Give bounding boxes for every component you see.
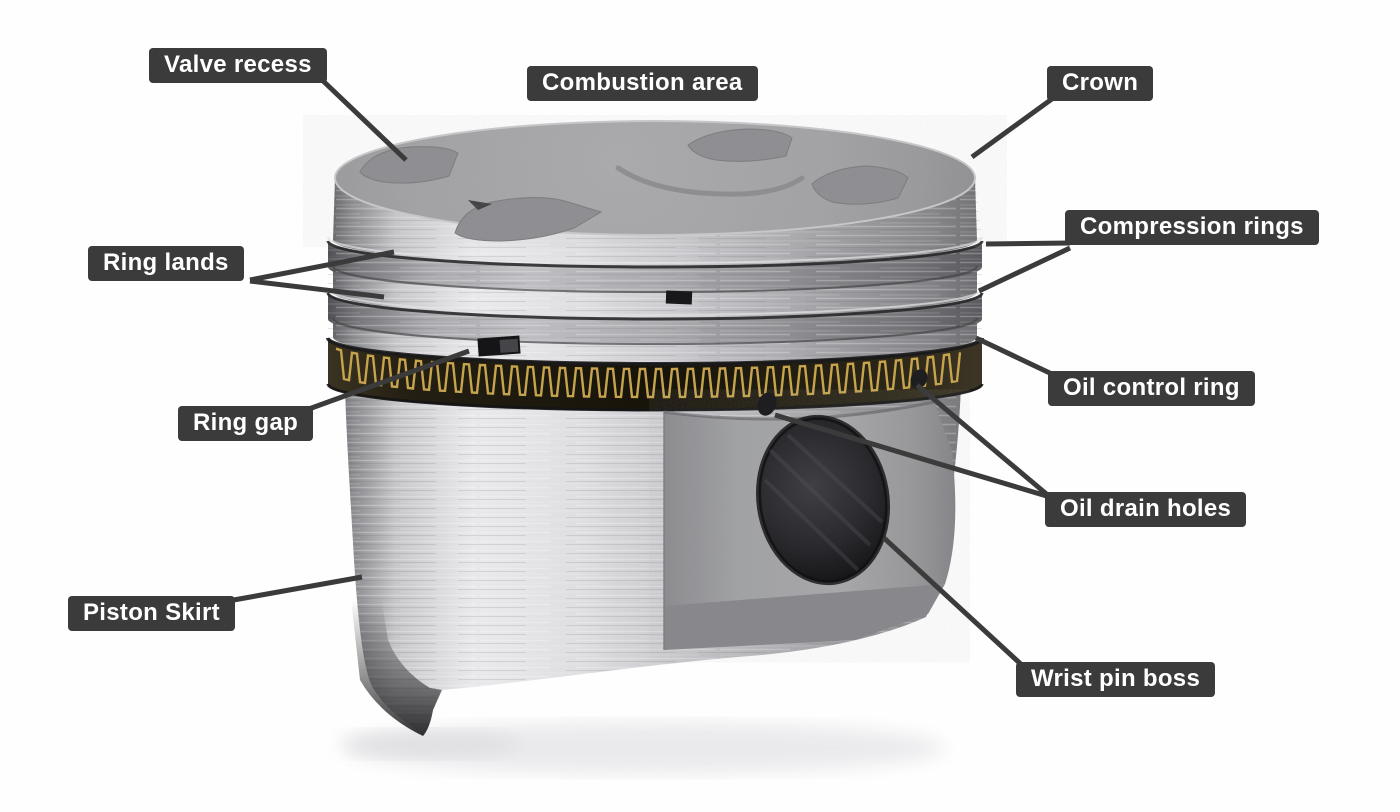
label-oil-drain-holes: Oil drain holes — [1045, 492, 1247, 527]
oil-drain-hole-right — [910, 369, 928, 389]
ring-gap-notch-front — [665, 290, 693, 305]
label-combustion-area: Combustion area — [527, 66, 758, 101]
leader-oil-drain-hole-2 — [774, 412, 1051, 500]
leader-lines — [227, 76, 1072, 669]
leader-valve-recess — [318, 76, 408, 162]
ring-gap-notch — [477, 335, 521, 357]
leader-oil-drain-hole-1 — [915, 383, 1052, 499]
leader-oil-control-ring — [974, 335, 1056, 378]
valve-recess-pocket-4 — [811, 165, 909, 205]
crown-dish-edge — [615, 165, 805, 197]
label-compression-rings: Compression rings — [1065, 210, 1319, 245]
piston-crown-top — [334, 120, 976, 242]
valve-recess-pocket-3 — [687, 128, 793, 162]
crown-slot — [468, 200, 492, 210]
label-valve-recess: Valve recess — [149, 48, 327, 83]
ground-shadow-foot — [340, 730, 520, 758]
leader-compression-ring-1 — [985, 240, 1071, 247]
label-ring-lands: Ring lands — [88, 246, 244, 281]
label-oil-control-ring: Oil control ring — [1048, 371, 1255, 406]
label-piston-skirt: Piston Skirt — [68, 596, 235, 631]
label-ring-gap: Ring gap — [178, 406, 314, 441]
leader-ring-land-2 — [249, 278, 385, 300]
leader-piston-skirt — [227, 574, 363, 604]
oil-drain-hole-left — [757, 392, 777, 416]
ring-grooves — [326, 236, 984, 412]
label-wrist-pin-boss: Wrist pin boss — [1016, 662, 1216, 697]
oil-ring-expander-zigzag — [335, 347, 962, 399]
leader-ring-land-1 — [249, 249, 395, 283]
leader-compression-ring-2 — [977, 245, 1072, 294]
leader-ring-gap — [305, 348, 470, 413]
wrist-pin-hole — [755, 414, 891, 586]
leader-wrist-pin-boss — [882, 536, 1026, 669]
leader-crown — [970, 93, 1058, 160]
piston-body — [326, 178, 984, 736]
label-crown: Crown — [1047, 66, 1154, 101]
skirt-foot-shadow — [350, 590, 442, 736]
